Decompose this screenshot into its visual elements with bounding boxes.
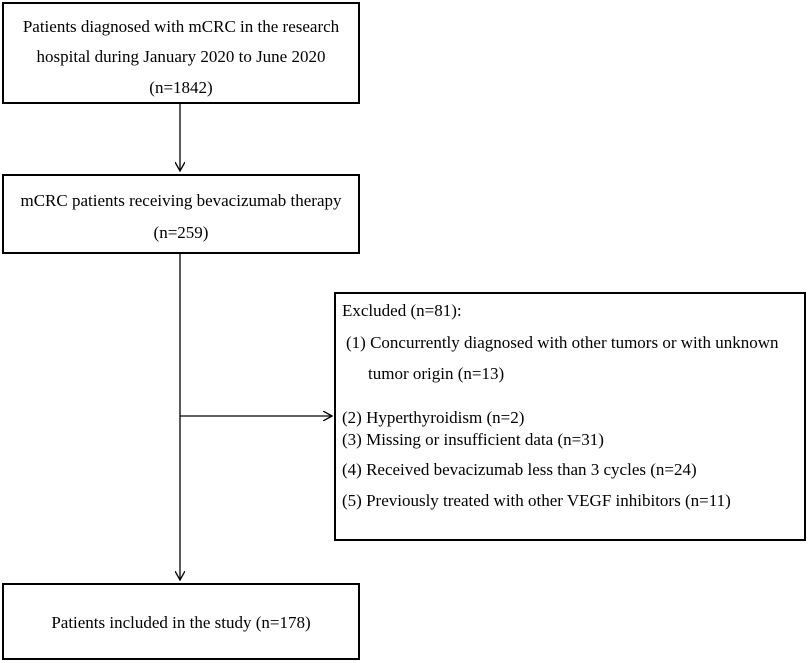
excluded-title: Excluded (n=81): [342, 301, 462, 320]
bevacizumab-count: (n=259) [153, 223, 209, 242]
box-excluded: Excluded (n=81): (1) Concurrently diagno… [334, 292, 806, 541]
included-text: Patients included in the study (n=178) [51, 613, 311, 632]
box-bevacizumab: mCRC patients receiving bevacizumab ther… [2, 174, 360, 254]
box-included: Patients included in the study (n=178) [2, 583, 360, 660]
box-diagnosed: Patients diagnosed with mCRC in the rese… [2, 2, 360, 104]
diagnosed-count: (n=1842) [149, 78, 213, 97]
excluded-item-1-cont: tumor origin (n=13) [368, 364, 505, 383]
diagnosed-line-2: hospital during January 2020 to June 202… [36, 47, 326, 66]
excluded-item-2: (2) Hyperthyroidism (n=2) [342, 408, 525, 427]
excluded-item-1: (1) Concurrently diagnosed with other tu… [346, 333, 779, 352]
diagnosed-line-1: Patients diagnosed with mCRC in the rese… [22, 17, 340, 36]
excluded-item-4: (4) Received bevacizumab less than 3 cyc… [342, 460, 697, 479]
excluded-item-3: (3) Missing or insufficient data (n=31) [342, 430, 604, 449]
excluded-item-5: (5) Previously treated with other VEGF i… [342, 491, 731, 510]
bevacizumab-line-1: mCRC patients receiving bevacizumab ther… [20, 191, 342, 210]
